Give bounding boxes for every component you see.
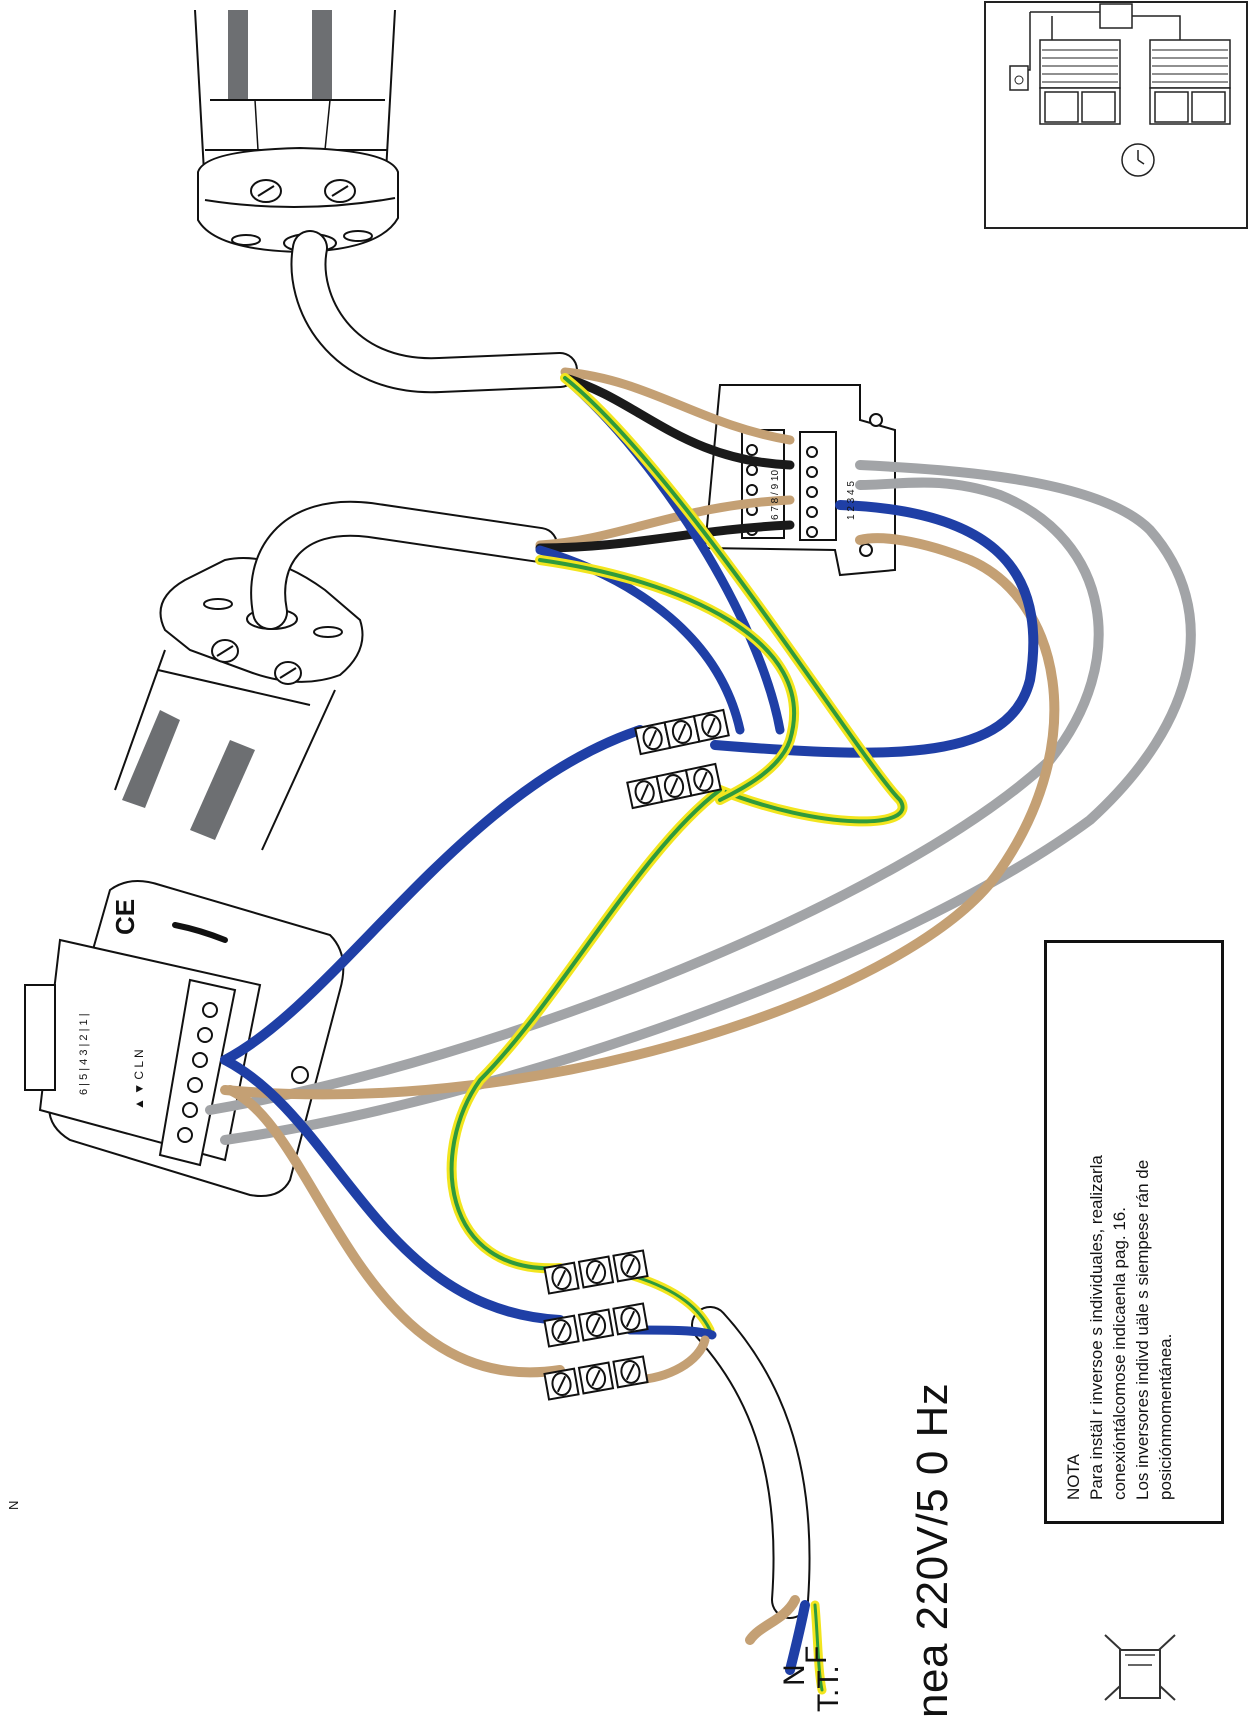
wire-grey-1 <box>220 460 1196 1145</box>
wire-earth-upper-motor <box>560 373 908 827</box>
note-line-1: Para instäl r inversoe s individuales, … <box>1087 1155 1106 1500</box>
wire-earth-lower-motor <box>535 555 800 805</box>
supply-voltage-label: nea 220V/5 0 Hz <box>908 1382 957 1718</box>
switch-terminal-labels-top: 6 | 5 | 4 3 | 2 | 1 | <box>78 1013 90 1095</box>
note-line-3: Los inversores indivd uäle s siempese r… <box>1133 1159 1152 1500</box>
neutral-wire-label: N <box>778 1664 811 1686</box>
switch-terminal-labels-bottom: ▲ ▼ C L N <box>132 1049 146 1110</box>
motor-tube-upper <box>194 9 396 191</box>
wire-earth-main <box>446 785 725 1274</box>
motor-cable-upper <box>290 230 578 394</box>
installation-inset <box>984 1 1248 229</box>
wire-brown-switch-supply <box>225 1085 565 1378</box>
clock-icon <box>1121 143 1155 177</box>
motor-tube-lower <box>114 619 336 851</box>
junction-box-labels-a: 6 7 8 / 9 10 <box>770 469 781 520</box>
note-line-4: posiciónmomentánea. <box>1156 1333 1175 1500</box>
wire-brown-motor-sw <box>220 533 1060 1100</box>
ce-mark: CE <box>110 898 140 935</box>
terminal-block-supply-phase <box>543 1355 649 1401</box>
wall-switch <box>24 880 345 1197</box>
wire-blue-switch-upper <box>220 725 645 1065</box>
note-text: NOTA Para instäl r inversoe s individua… <box>1062 940 1177 1500</box>
note-title: NOTA <box>1064 1454 1083 1500</box>
motor-cable-lower <box>250 500 558 630</box>
terminal-block-supply-earth <box>543 1249 649 1295</box>
wire-supply-leads <box>745 1595 827 1695</box>
wire-blue-switch-supply <box>220 1055 565 1325</box>
note-box <box>1044 940 1224 1524</box>
note-line-2: conexióntálcomose indicaenla pag. 16. <box>1110 1207 1129 1500</box>
wire-brown-lower <box>535 495 795 550</box>
earth-wire-label: T.T. <box>812 1665 845 1712</box>
phase-wire-label: F <box>800 1645 833 1664</box>
supply-cable <box>691 1306 811 1619</box>
margin-mark: N <box>6 1500 21 1510</box>
junction-box-labels-b: 1 2 3 4 5 <box>846 481 857 520</box>
wire-brown-upper <box>560 367 795 445</box>
weee-bin-icon <box>1104 1634 1176 1701</box>
motor-head-upper <box>197 146 399 254</box>
wire-black-upper <box>560 373 795 470</box>
terminal-block-supply-neutral <box>543 1302 649 1348</box>
wire-black-lower <box>535 520 795 553</box>
